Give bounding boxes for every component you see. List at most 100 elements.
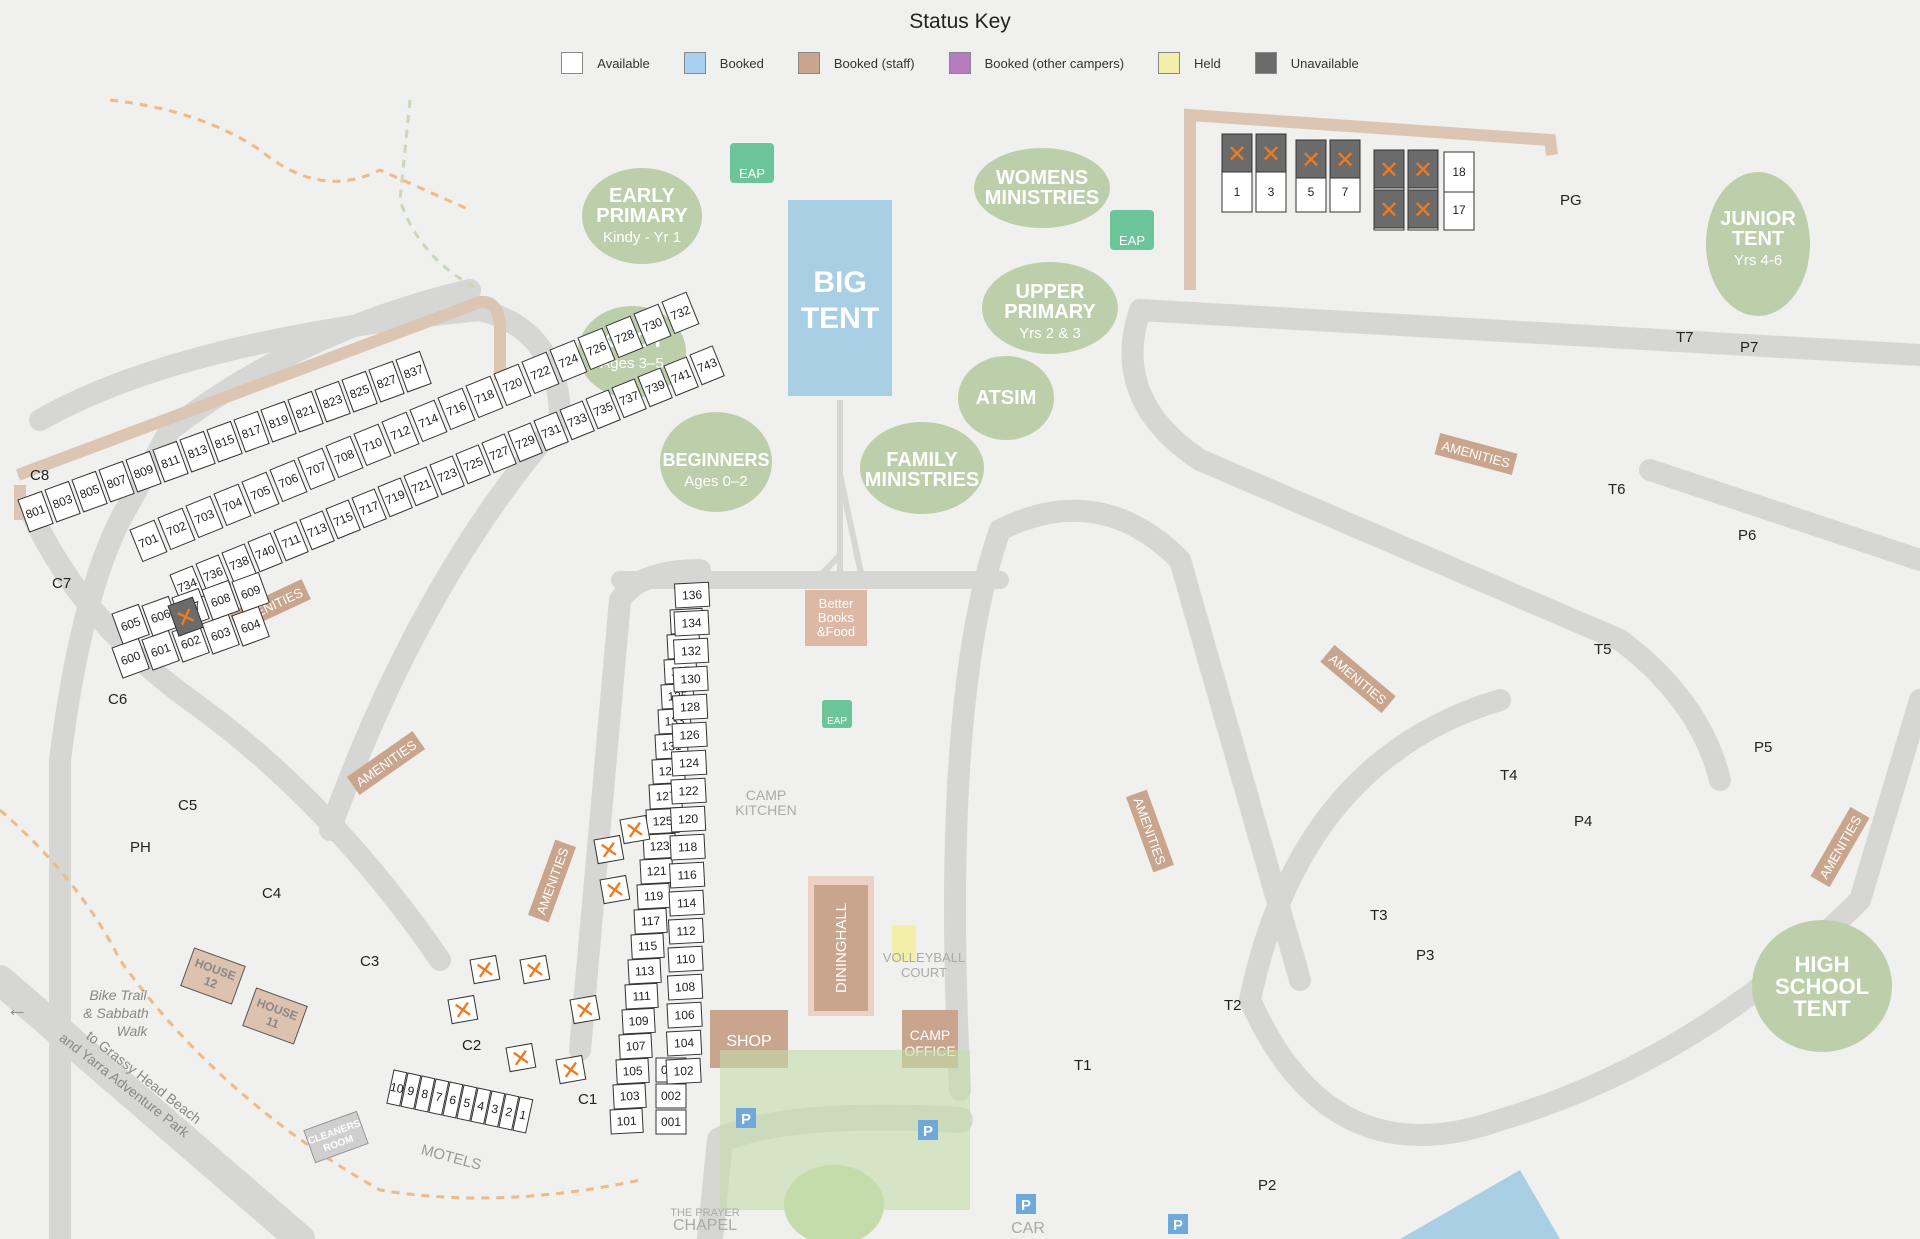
campsite[interactable]: 136 xyxy=(673,581,711,609)
campsite[interactable]: 123 xyxy=(642,832,677,860)
campsite[interactable]: 705 xyxy=(241,471,280,515)
campsite[interactable]: 8 xyxy=(414,1075,436,1113)
campsite[interactable]: 604 xyxy=(231,605,270,647)
campsite[interactable]: 120 xyxy=(669,805,707,833)
campsite[interactable]: 726 xyxy=(577,327,616,371)
campsite[interactable]: 4 xyxy=(470,1087,492,1125)
campsite[interactable]: 130 xyxy=(672,665,709,693)
campsite[interactable]: 817 xyxy=(233,410,270,453)
campsite[interactable]: 741 xyxy=(663,356,699,397)
campsite[interactable]: 9 xyxy=(400,1072,422,1110)
campsite[interactable]: 714 xyxy=(409,399,448,443)
campsite[interactable]: 002 xyxy=(655,1083,687,1109)
campsite[interactable]: 1 xyxy=(1221,171,1253,213)
campsite[interactable]: 5 xyxy=(456,1084,478,1122)
campsite[interactable]: 102 xyxy=(665,1057,702,1085)
campsite[interactable]: 807 xyxy=(98,460,135,503)
campsite[interactable]: 708 xyxy=(325,435,364,479)
campsite[interactable]: 17 xyxy=(1443,189,1475,231)
campsite[interactable]: 121 xyxy=(639,857,674,885)
campsite[interactable]: 813 xyxy=(179,430,216,473)
campsite[interactable]: 809 xyxy=(125,450,162,493)
campsite[interactable]: 111 xyxy=(624,982,659,1010)
campsite[interactable]: 728 xyxy=(605,315,644,359)
campsite[interactable]: ✕ xyxy=(469,954,501,987)
campsite[interactable]: 703 xyxy=(185,495,224,539)
campsite[interactable]: 707 xyxy=(297,447,336,491)
campsite[interactable]: ✕ xyxy=(1407,149,1439,189)
campsite[interactable]: 712 xyxy=(381,411,420,455)
campsite[interactable]: 18 xyxy=(1443,151,1475,193)
campsite[interactable]: 722 xyxy=(521,351,560,395)
campsite[interactable]: 819 xyxy=(260,400,297,443)
campsite[interactable]: 710 xyxy=(353,423,392,467)
campsite[interactable]: 811 xyxy=(152,440,189,483)
campsite[interactable]: 706 xyxy=(269,459,308,503)
campsite[interactable]: 126 xyxy=(671,721,708,749)
campsite[interactable]: 738 xyxy=(221,543,257,584)
campsite[interactable]: 704 xyxy=(213,483,252,527)
campsite[interactable]: 119 xyxy=(636,882,671,910)
campsite[interactable]: 720 xyxy=(493,363,532,407)
campsite[interactable]: ✕ xyxy=(1329,139,1361,179)
campsite[interactable]: 3 xyxy=(1255,171,1287,213)
campsite[interactable]: 134 xyxy=(673,609,710,637)
campsite[interactable]: ✕ xyxy=(1407,189,1439,229)
campsite[interactable]: 733 xyxy=(559,400,595,441)
campsite[interactable]: 727 xyxy=(481,433,517,474)
campsite[interactable]: 10 xyxy=(386,1069,408,1107)
campsite[interactable]: 715 xyxy=(325,499,361,540)
campsite[interactable]: 729 xyxy=(507,422,543,463)
campsite[interactable]: 730 xyxy=(633,303,672,347)
campsite[interactable]: 737 xyxy=(611,378,647,419)
campsite[interactable]: 719 xyxy=(377,477,413,518)
campsite[interactable]: 731 xyxy=(533,411,569,452)
campsite[interactable]: 608 xyxy=(201,579,240,621)
campsite[interactable]: 821 xyxy=(287,390,324,433)
campsite[interactable]: 717 xyxy=(351,488,387,529)
campsite[interactable]: 711 xyxy=(273,521,309,562)
campsite[interactable]: 3 xyxy=(484,1090,506,1128)
campsite[interactable]: 118 xyxy=(669,833,706,861)
campsite[interactable]: 605 xyxy=(111,603,150,645)
campsite[interactable]: ✕ xyxy=(569,994,601,1027)
campsite[interactable]: 105 xyxy=(615,1057,650,1085)
campsite[interactable]: 609 xyxy=(231,571,270,613)
campsite[interactable]: 6 xyxy=(442,1081,464,1119)
campsite[interactable]: 721 xyxy=(403,466,439,507)
campsite[interactable]: 827 xyxy=(368,360,405,403)
campsite[interactable]: ✕ xyxy=(167,596,205,637)
campsite[interactable]: 113 xyxy=(627,957,662,985)
campsite[interactable]: 805 xyxy=(71,470,108,513)
campsite[interactable]: ✕ xyxy=(619,814,651,847)
campsite[interactable]: ✕ xyxy=(505,1042,537,1075)
campsite[interactable]: 801 xyxy=(17,490,54,533)
campsite[interactable]: 1 xyxy=(512,1096,534,1134)
campsite[interactable]: 115 xyxy=(630,932,665,960)
campsite[interactable]: ✕ xyxy=(593,834,625,867)
campsite[interactable]: 114 xyxy=(668,889,705,917)
campsite[interactable]: ✕ xyxy=(447,994,479,1027)
campsite[interactable]: 124 xyxy=(670,749,708,777)
campsite[interactable]: 723 xyxy=(429,455,465,496)
campsite[interactable]: 724 xyxy=(549,339,588,383)
campsite[interactable]: 001 xyxy=(655,1109,687,1135)
campsite[interactable]: 110 xyxy=(667,945,704,973)
campsite[interactable]: 718 xyxy=(465,375,504,419)
campsite[interactable]: ✕ xyxy=(1373,189,1405,229)
campsite[interactable]: 108 xyxy=(666,973,704,1001)
campsite[interactable]: 128 xyxy=(671,693,709,721)
campsite[interactable]: 103 xyxy=(612,1082,647,1110)
campsite[interactable]: 601 xyxy=(141,629,180,671)
campsite[interactable]: ✕ xyxy=(599,874,631,907)
campsite[interactable]: 743 xyxy=(689,345,725,386)
campsite[interactable]: ✕ xyxy=(555,1054,587,1087)
campsite[interactable]: 713 xyxy=(299,510,335,551)
campsite[interactable]: 109 xyxy=(621,1007,656,1035)
campsite[interactable]: 104 xyxy=(665,1029,703,1057)
campsite[interactable]: 122 xyxy=(670,777,707,805)
campsite[interactable]: 132 xyxy=(672,637,710,665)
campsite[interactable]: 837 xyxy=(395,350,432,393)
campsite[interactable]: 106 xyxy=(666,1001,703,1029)
campsite[interactable]: ✕ xyxy=(1373,149,1405,189)
